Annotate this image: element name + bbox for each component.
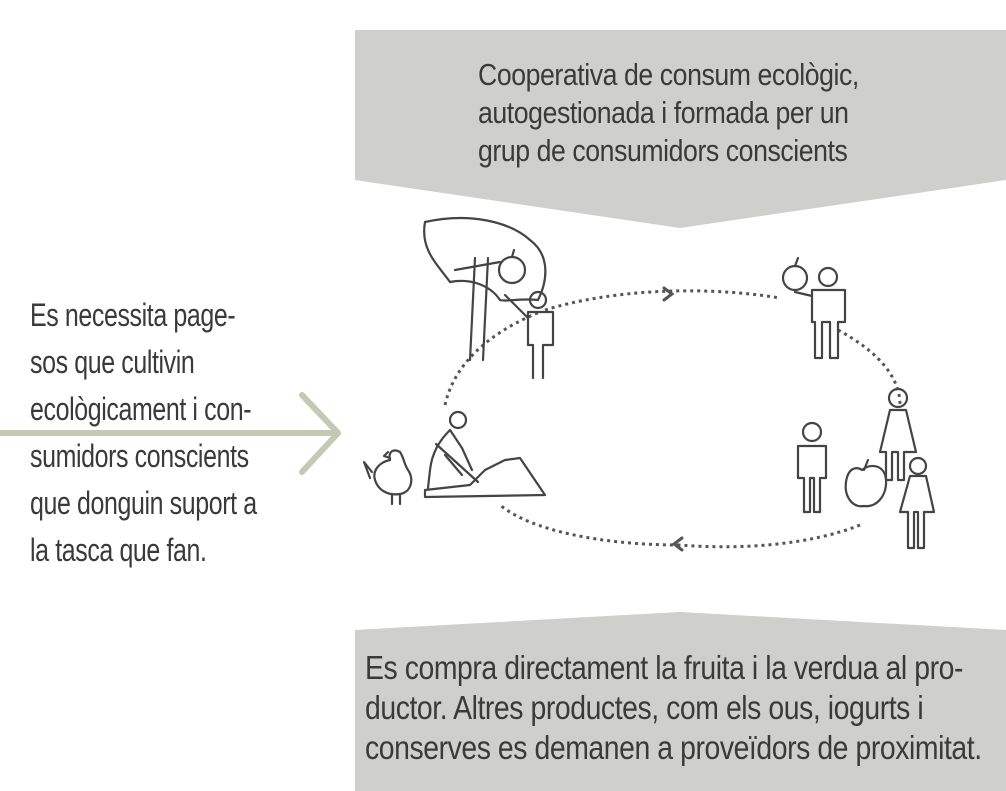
top-box-line: grup de consumidors conscients [478, 133, 848, 168]
cycle-dotted-path [443, 289, 902, 549]
family-with-apple-icon [796, 387, 936, 550]
person-with-apple-icon [781, 256, 847, 360]
bottom-box-line: ductor. Altres productes, com els ous, i… [365, 689, 924, 726]
top-box-text: Cooperativa de consum ecològic, autogest… [478, 56, 882, 170]
bottom-box-line: Es compra directament la fruita i la ver… [365, 649, 963, 686]
left-note-line: ecològicament i con- [30, 391, 252, 427]
cycle-arrow-forward [662, 286, 675, 302]
top-box-line: autogestionada i formada per un [478, 95, 849, 130]
left-note-line: que donguin suport a [30, 485, 257, 521]
bottom-box-text: Es compra directament la fruita i la ver… [365, 648, 982, 768]
top-box-line: Cooperativa de consum ecològic, [478, 57, 859, 92]
cycle-arrow-backward [671, 536, 684, 552]
chicken-icon [362, 449, 413, 506]
cycle-arrowheads [662, 286, 684, 552]
farmer-digging-icon [423, 410, 547, 499]
bottom-callout-box [355, 612, 1006, 791]
left-note-line: sos que cultivin [30, 344, 195, 380]
top-callout-box [355, 30, 1006, 228]
left-note-line: Es necessita page- [30, 297, 236, 333]
bottom-box-line: conserves es demanen a proveïdors de pro… [365, 729, 982, 766]
green-arrow-icon [0, 392, 341, 475]
left-note-text: Es necessita page- sos que cultivin ecol… [30, 292, 264, 574]
farmer-picking-apple-icon [423, 216, 555, 380]
left-note-line: sumidors conscients [30, 438, 249, 474]
left-note-line: la tasca que fan. [30, 532, 207, 568]
